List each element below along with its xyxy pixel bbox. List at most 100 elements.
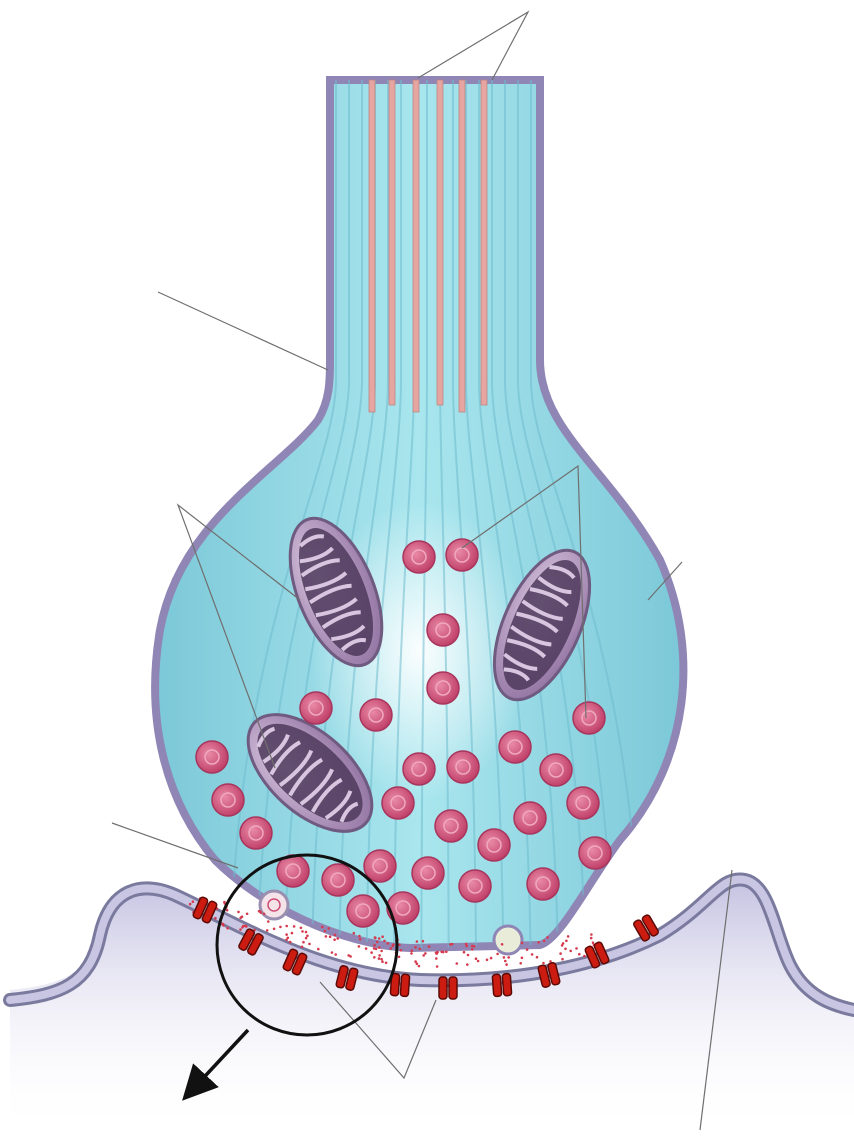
transmitter-dot — [536, 956, 539, 959]
vesicle — [403, 541, 435, 573]
transmitter-dot — [237, 911, 240, 914]
transmitter-dot — [301, 946, 304, 949]
transmitter-dot — [333, 938, 336, 941]
vesicle — [382, 787, 414, 819]
transmitter-dot — [501, 943, 504, 946]
neurofilament — [369, 80, 375, 412]
transmitter-dot — [378, 946, 381, 949]
transmitter-dot — [373, 947, 376, 950]
transmitter-dot — [428, 945, 431, 948]
transmitter-dot — [263, 913, 266, 916]
transmitter-dot — [383, 940, 386, 943]
transmitter-dot — [592, 941, 595, 944]
transmitter-dot — [583, 955, 586, 958]
transmitter-dot — [246, 913, 249, 916]
vesicle — [360, 699, 392, 731]
transmitter-dot — [449, 943, 452, 946]
transmitter-dot — [543, 940, 546, 943]
vesicle — [427, 672, 459, 704]
vesicle — [347, 895, 379, 927]
transmitter-dot — [378, 954, 381, 957]
vesicle — [447, 751, 479, 783]
transmitter-dot — [334, 934, 337, 937]
transmitter-dot — [381, 960, 384, 963]
transmitter-dot — [416, 962, 419, 965]
transmitter-dot — [378, 937, 381, 940]
transmitter-dot — [365, 947, 368, 950]
transmitter-dot — [189, 903, 192, 906]
transmitter-dot — [378, 957, 381, 960]
transmitter-dot — [537, 941, 540, 944]
transmitter-dot — [542, 962, 545, 965]
transmitter-dot — [221, 923, 224, 926]
transmitter-dot — [400, 949, 403, 952]
vesicle — [573, 702, 605, 734]
transmitter-dot — [331, 951, 334, 954]
transmitter-dot — [305, 931, 308, 934]
transmitter-dot — [590, 937, 593, 940]
transmitter-dot — [521, 942, 524, 945]
vesicle — [446, 539, 478, 571]
transmitter-dot — [575, 947, 578, 950]
transmitter-dot — [410, 952, 413, 955]
vesicle — [459, 870, 491, 902]
transmitter-dot — [267, 920, 270, 923]
transmitter-dot — [465, 945, 468, 948]
transmitter-dot — [392, 945, 395, 948]
transmitter-dot — [273, 928, 276, 931]
transmitter-dot — [285, 925, 288, 928]
transmitter-dot — [266, 929, 269, 932]
vesicle — [499, 731, 531, 763]
transmitter-dot — [463, 951, 466, 954]
transmitter-dot — [241, 915, 244, 918]
transmitter-dot — [590, 933, 593, 936]
transmitter-dot — [496, 953, 499, 956]
transmitter-dot — [347, 954, 350, 957]
transmitter-dot — [381, 935, 384, 938]
transmitter-dot — [467, 954, 470, 957]
transmitter-dot — [214, 917, 217, 920]
transmitter-dot — [302, 941, 305, 944]
transmitter-dot — [473, 945, 476, 948]
transmitter-dot — [285, 933, 288, 936]
transmitter-dot — [411, 949, 414, 952]
transmitter-dot — [507, 956, 510, 959]
transmitter-dot — [386, 942, 389, 945]
transmitter-dot — [376, 941, 379, 944]
transmitter-dot — [317, 948, 320, 951]
transmitter-dot — [562, 942, 565, 945]
vesicle — [403, 753, 435, 785]
transmitter-dot — [325, 935, 328, 938]
vesicle — [322, 864, 354, 896]
transmitter-dot — [301, 930, 304, 933]
transmitter-dot — [505, 963, 508, 966]
vesicle — [527, 868, 559, 900]
transmitter-dot — [380, 958, 383, 961]
transmitter-dot — [353, 932, 356, 935]
vesicle — [478, 829, 510, 861]
vesicle — [427, 614, 459, 646]
transmitter-dot — [370, 951, 373, 954]
vesicle — [364, 850, 396, 882]
transmitter-dot — [435, 957, 438, 960]
transmitter-dot — [358, 935, 361, 938]
transmitter-dot — [305, 937, 308, 940]
transmitter-dot — [567, 935, 570, 938]
transmitter-dot — [416, 940, 419, 943]
transmitter-dot — [244, 925, 247, 928]
transmitter-dot — [440, 951, 443, 954]
transmitter-dot — [435, 952, 438, 955]
transmitter-dot — [490, 957, 493, 960]
vesicle — [196, 741, 228, 773]
transmitter-dot — [559, 952, 562, 955]
transmitter-dot — [308, 943, 311, 946]
transmitter-dot — [398, 956, 401, 959]
transmitter-dot — [569, 950, 572, 953]
vesicle — [435, 810, 467, 842]
transmitter-dot — [477, 960, 480, 963]
transmitter-dot — [226, 927, 229, 930]
neurofilament — [481, 80, 487, 405]
transmitter-dot — [291, 932, 294, 935]
transmitter-dot — [578, 953, 581, 956]
